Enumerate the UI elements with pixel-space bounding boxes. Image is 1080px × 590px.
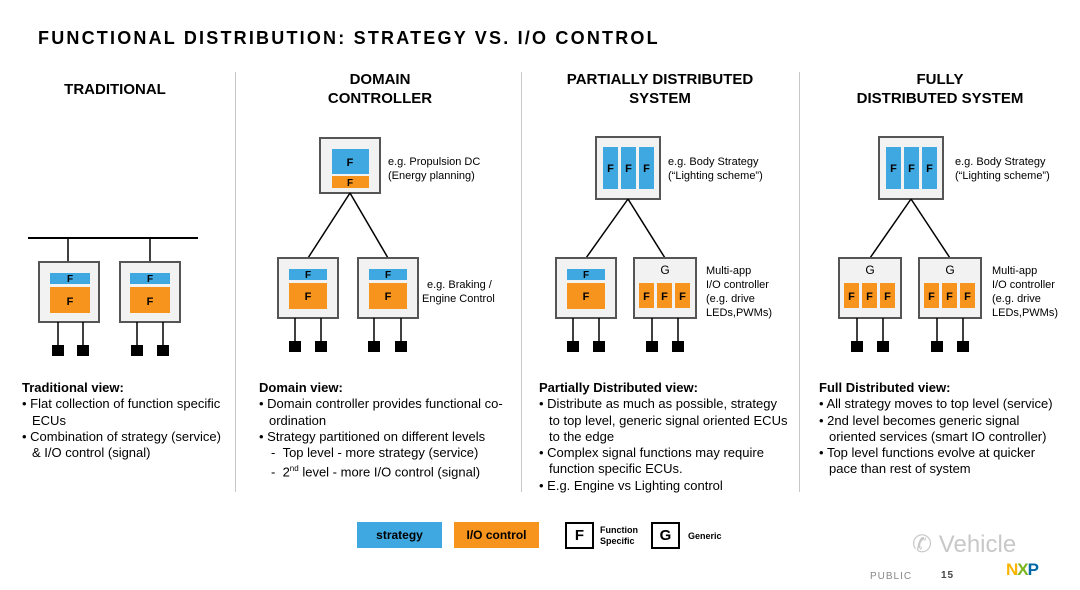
column-divider-1: [235, 72, 236, 492]
legend-io-control: I/O control: [454, 522, 539, 548]
traditional-diagram: F F F F: [28, 237, 198, 356]
side-note: (e.g. drive: [706, 293, 755, 305]
top-note: e.g. Propulsion DC: [388, 156, 480, 168]
function-label: F: [583, 270, 589, 281]
function-label: F: [908, 163, 915, 175]
generic-label: G: [865, 263, 874, 277]
slide-title: FUNCTIONAL DISTRIBUTION: STRATEGY VS. I/…: [38, 28, 660, 48]
column-divider-2: [521, 72, 522, 492]
bullet: • Distribute as much as possible, strate…: [539, 396, 788, 444]
generic-label: G: [660, 263, 669, 277]
bullet: • E.g. Engine vs Lighting control: [539, 477, 723, 493]
top-note: (“Lighting scheme”): [668, 170, 763, 182]
function-label: F: [643, 291, 650, 303]
view-heading: Partially Distributed view:: [539, 380, 698, 395]
function-label: F: [866, 291, 873, 303]
side-note: Multi-app: [706, 265, 751, 277]
bullet: • All strategy moves to top level (servi…: [819, 396, 1053, 412]
function-label: F: [347, 157, 354, 169]
function-label: F: [607, 163, 614, 175]
column-divider-3: [799, 72, 800, 492]
classification-label: PUBLIC: [870, 571, 913, 582]
bullet: • Strategy partitioned on different leve…: [259, 428, 486, 444]
partial-description: Partially Distributed view: • Distribute…: [539, 380, 789, 494]
page-number: 15: [941, 570, 955, 581]
function-label: F: [679, 291, 686, 303]
legend-generic-text: Generic: [688, 531, 722, 541]
function-label: F: [661, 291, 668, 303]
function-label: F: [147, 296, 154, 308]
strategy-block: [332, 149, 369, 174]
bullet: • Top level functions evolve at quicker …: [819, 445, 1036, 477]
top-note: (Energy planning): [388, 170, 475, 182]
function-label: F: [884, 291, 891, 303]
bullet: • 2nd level becomes generic signal orien…: [819, 412, 1047, 444]
function-label: F: [583, 291, 590, 303]
legend-generic-key: G: [651, 522, 680, 549]
legend-function-key: F: [565, 522, 594, 549]
bullet: • Combination of strategy (service) & I/…: [22, 428, 221, 461]
io-block: [50, 287, 90, 313]
side-note: Engine Control: [422, 293, 495, 305]
side-note: Multi-app: [992, 265, 1037, 277]
function-label: F: [964, 291, 971, 303]
bullet: • Domain controller provides functional …: [259, 396, 503, 428]
function-label: F: [928, 291, 935, 303]
top-note: e.g. Body Strategy: [668, 156, 759, 168]
function-label: F: [643, 163, 650, 175]
sub-bullet: - 2nd level - more I/O control (signal): [271, 464, 481, 480]
function-label: F: [890, 163, 897, 175]
domain-diagram: F F F F F F e.g. Propulsion DC (Energy p…: [277, 137, 495, 352]
bullet: • Flat collection of function specific E…: [22, 396, 221, 428]
side-note: e.g. Braking /: [427, 279, 493, 291]
traditional-description: Traditional view: • Flat collection of f…: [22, 380, 222, 461]
strategy-block: [130, 273, 170, 284]
traditional-title: TRADITIONAL: [64, 81, 166, 98]
top-note: (“Lighting scheme”): [955, 170, 1050, 182]
function-label: F: [946, 291, 953, 303]
partial-diagram: F F F F F G F F F e.g. Body Strategy (“L…: [555, 136, 772, 352]
bullet: • Complex signal functions may require f…: [539, 445, 764, 477]
side-note: I/O controller: [992, 279, 1055, 291]
domain-description: Domain view: • Domain controller provide…: [259, 380, 509, 481]
full-description: Full Distributed view: • All strategy mo…: [819, 380, 1064, 478]
strategy-block: [50, 273, 90, 284]
view-heading: Domain view:: [259, 380, 343, 395]
view-heading: Full Distributed view:: [819, 380, 951, 395]
side-note: (e.g. drive: [992, 293, 1041, 305]
side-note: LEDs,PWMs): [706, 307, 772, 319]
full-diagram: F F F G F F F G F F F e.g. Body Strategy…: [838, 136, 1058, 352]
function-label: F: [926, 163, 933, 175]
watermark: ✆ Vehicle: [912, 531, 1017, 558]
nxp-logo: NXP: [1006, 560, 1039, 579]
side-note: I/O controller: [706, 279, 769, 291]
function-label: F: [305, 270, 311, 281]
io-block: [332, 176, 369, 188]
side-note: LEDs,PWMs): [992, 307, 1058, 319]
function-label: F: [67, 296, 74, 308]
function-label: F: [385, 291, 392, 303]
function-label: F: [347, 178, 353, 189]
function-label: F: [305, 291, 312, 303]
sub-bullet: - Top level - more strategy (service): [271, 445, 479, 461]
top-note: e.g. Body Strategy: [955, 156, 1046, 168]
function-label: F: [625, 163, 632, 175]
generic-label: G: [945, 263, 954, 277]
view-heading: Traditional view:: [22, 380, 124, 395]
io-block: [130, 287, 170, 313]
function-label: F: [67, 274, 73, 285]
legend-strategy: strategy: [357, 522, 442, 548]
function-label: F: [385, 270, 391, 281]
function-label: F: [848, 291, 855, 303]
function-label: F: [147, 274, 153, 285]
